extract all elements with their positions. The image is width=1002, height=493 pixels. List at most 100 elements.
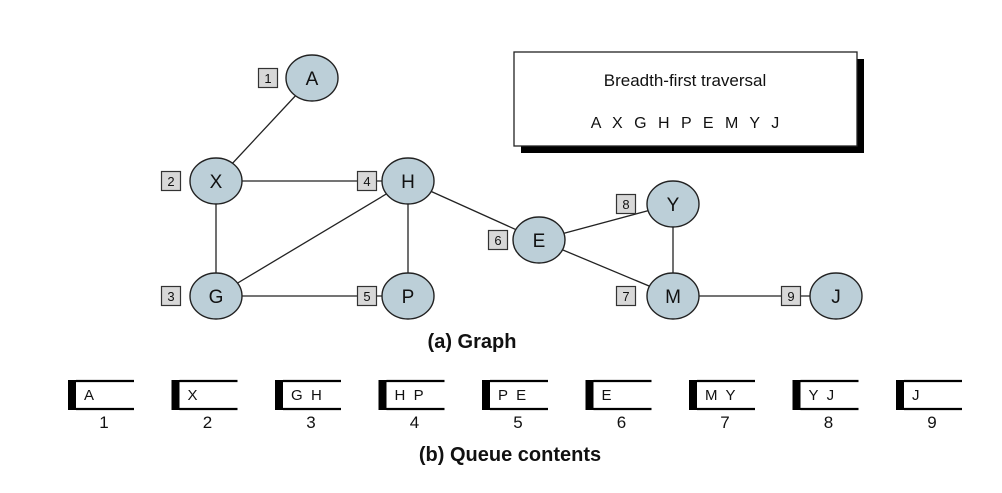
queue-contents-text: J	[912, 387, 920, 404]
node-x-circle	[189, 157, 243, 205]
queue-front-bar	[68, 380, 76, 410]
order-badge-a-number: 1	[264, 71, 271, 86]
order-badge-p-number: 5	[363, 289, 370, 304]
order-badge-e-number: 6	[494, 233, 501, 248]
edge-g-h	[215, 180, 409, 297]
node-e-circle	[512, 216, 566, 264]
order-badge-h-box	[356, 170, 378, 192]
queue-step-number: 9	[927, 413, 936, 432]
queue-step-number: 3	[306, 413, 315, 432]
queue-front-bar	[482, 380, 490, 410]
node-x-label: X	[210, 172, 223, 193]
order-badge-y-box	[615, 193, 637, 215]
node-e: E	[512, 216, 566, 264]
order-badge-e: 6	[487, 229, 509, 251]
queue-snapshot-3: G H 3	[275, 379, 341, 432]
order-badge-x-number: 2	[167, 174, 174, 189]
queue-contents-text: G H	[291, 387, 322, 404]
queue-snapshot-6: E6	[585, 379, 652, 432]
queue-step-number: 7	[720, 413, 729, 432]
queue-front-bar	[378, 380, 387, 410]
queue-contents-text: A	[84, 387, 94, 404]
queue-contents-text: M Y	[705, 387, 736, 404]
graph-caption: (a) Graph	[428, 331, 517, 353]
order-badge-m-number: 7	[622, 289, 629, 304]
queue-snapshot-1: A1	[68, 379, 134, 432]
node-y-circle	[646, 180, 700, 228]
queue-front-bar	[585, 380, 594, 410]
traversal-box: Breadth-first traversal A X G H P E M Y …	[513, 51, 864, 153]
queue-contents-text: Y J	[809, 387, 835, 404]
node-y-label: Y	[667, 195, 680, 216]
node-p-circle	[381, 272, 435, 320]
order-badge-j-number: 9	[787, 289, 794, 304]
node-j-label: J	[831, 287, 841, 308]
order-badge-m-box	[615, 285, 637, 307]
node-h-circle	[381, 157, 435, 205]
order-badge-j: 9	[780, 285, 802, 307]
queue-snapshot-2: X2	[171, 379, 238, 432]
queue-contents: A1 X2 G H 3 H P 4 P E 5 E6 M Y 7 Y J 8 J9	[68, 379, 962, 432]
order-badge-p-box	[356, 285, 378, 307]
node-p: P	[381, 272, 435, 320]
node-g: G	[189, 272, 243, 320]
queue-step-number: 1	[99, 413, 108, 432]
order-badge-g-box	[160, 285, 182, 307]
node-m-circle	[646, 272, 700, 320]
node-p-label: P	[402, 287, 415, 308]
node-h-label: H	[401, 172, 415, 193]
order-badge-h: 4	[356, 170, 378, 192]
queue-step-number: 4	[410, 413, 419, 432]
node-x: X	[189, 157, 243, 205]
node-m-label: M	[665, 287, 681, 308]
order-badge-x: 2	[160, 170, 182, 192]
queue-step-number: 6	[617, 413, 626, 432]
visit-order-badges: 1 2 3 4 5 6 7 8 9	[160, 67, 802, 307]
node-j-circle	[809, 272, 863, 320]
order-badge-g: 3	[160, 285, 182, 307]
traversal-title: Breadth-first traversal	[604, 71, 767, 90]
queue-snapshot-5: P E 5	[482, 379, 548, 432]
queue-front-bar	[896, 380, 904, 410]
order-badge-g-number: 3	[167, 289, 174, 304]
node-g-label: G	[209, 287, 224, 308]
traversal-sequence: A X G H P E M Y J	[591, 115, 780, 132]
traversal-box-frame	[513, 51, 858, 147]
queue-step-number: 2	[203, 413, 212, 432]
node-j: J	[809, 272, 863, 320]
queue-front-bar	[792, 380, 801, 410]
order-badge-m: 7	[615, 285, 637, 307]
queue-front-bar	[275, 380, 283, 410]
order-badge-a: 1	[257, 67, 279, 89]
queue-caption: (b) Queue contents	[419, 444, 601, 466]
order-badge-a-box	[257, 67, 279, 89]
queue-contents-text: E	[602, 387, 612, 404]
node-a: A	[285, 54, 339, 102]
order-badge-p: 5	[356, 285, 378, 307]
queue-contents-text: P E	[498, 387, 526, 404]
queue-snapshot-8: Y J 8	[792, 379, 859, 432]
node-a-label: A	[306, 69, 319, 90]
queue-front-bar	[171, 380, 180, 410]
queue-contents-text: H P	[395, 387, 424, 404]
node-e-label: E	[533, 231, 546, 252]
order-badge-h-number: 4	[363, 174, 370, 189]
queue-front-bar	[689, 380, 697, 410]
queue-snapshot-7: M Y 7	[689, 379, 755, 432]
order-badge-j-box	[780, 285, 802, 307]
graph-nodes: A X G H P E M Y J	[189, 54, 863, 320]
order-badge-y-number: 8	[622, 197, 629, 212]
order-badge-x-box	[160, 170, 182, 192]
queue-step-number: 5	[513, 413, 522, 432]
node-a-circle	[285, 54, 339, 102]
node-g-circle	[189, 272, 243, 320]
node-m: M	[646, 272, 700, 320]
node-y: Y	[646, 180, 700, 228]
queue-snapshot-9: J9	[896, 379, 962, 432]
order-badge-y: 8	[615, 193, 637, 215]
queue-step-number: 8	[824, 413, 833, 432]
node-h: H	[381, 157, 435, 205]
queue-contents-text: X	[188, 387, 198, 404]
order-badge-e-box	[487, 229, 509, 251]
queue-snapshot-4: H P 4	[378, 379, 445, 432]
